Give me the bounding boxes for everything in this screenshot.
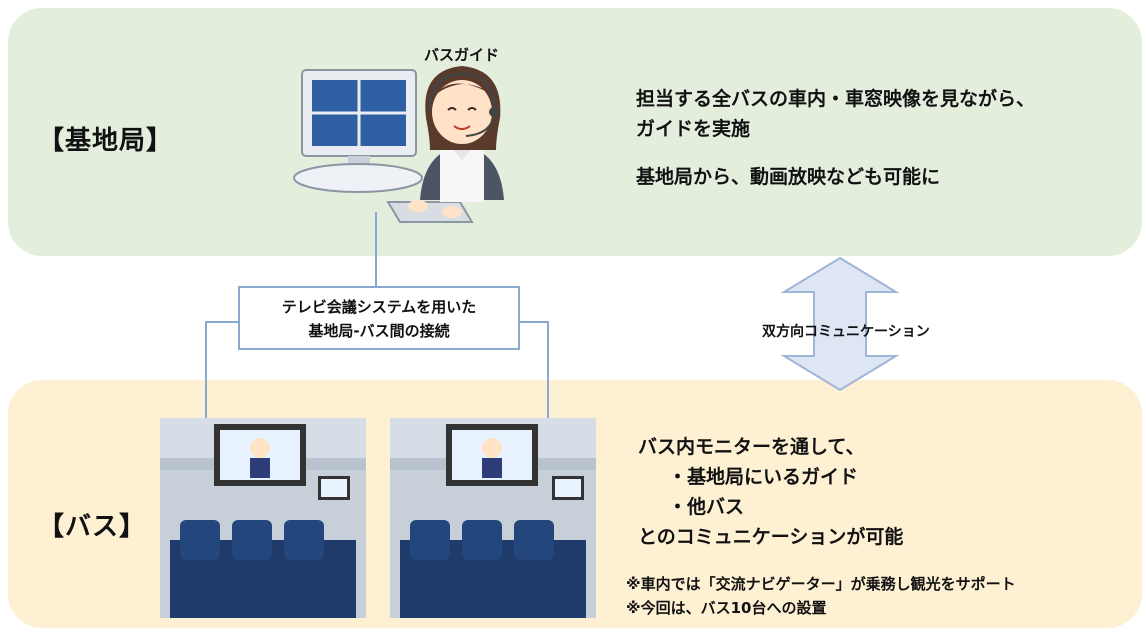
bus-note-2: ※今回は、バス10台への設置 bbox=[626, 599, 827, 617]
bidirectional-communication-label: 双方向コミュニケーション bbox=[762, 324, 930, 340]
base-station-title: 【基地局】 bbox=[38, 126, 174, 156]
connection-line-1: テレビ会議システムを用いた bbox=[281, 298, 477, 316]
connection-line-2: 基地局-バス間の接続 bbox=[308, 322, 450, 340]
bus-guide-label: バスガイド bbox=[424, 46, 500, 64]
bus-desc-line-2: とのコミュニケーションが可能 bbox=[638, 526, 904, 548]
bus-description: バス内モニターを通して、 ・基地局にいるガイド ・他バス とのコミュニケーション… bbox=[638, 432, 903, 552]
bus-desc-line-1: バス内モニターを通して、 bbox=[638, 436, 865, 458]
bus-notes: ※車内では「交流ナビゲーター」が乗務し観光をサポート ※今回は、バス10台への設… bbox=[626, 572, 1016, 620]
bus-title: 【バス】 bbox=[38, 512, 147, 542]
base-desc-line-1: 担当する全バスの車内・車窓映像を見ながら、 bbox=[636, 88, 1036, 110]
bus-guide-illustration bbox=[293, 66, 504, 223]
base-desc-line-2: ガイドを実施 bbox=[636, 118, 751, 140]
bidirectional-arrow-icon bbox=[780, 256, 900, 392]
bus-note-1: ※車内では「交流ナビゲーター」が乗務し観光をサポート bbox=[626, 575, 1016, 593]
bus-desc-item-1: ・基地局にいるガイド bbox=[668, 466, 859, 488]
video-conference-connection-box: テレビ会議システムを用いた 基地局-バス間の接続 bbox=[238, 286, 520, 350]
bus-interior-photo-2 bbox=[390, 418, 596, 618]
base-station-panel bbox=[8, 8, 1142, 256]
bus-desc-item-2: ・他バス bbox=[668, 496, 745, 518]
connection-lines bbox=[205, 212, 549, 420]
base-desc-line-3: 基地局から、動画放映なども可能に bbox=[636, 166, 941, 188]
base-station-description: 担当する全バスの車内・車窓映像を見ながら、 ガイドを実施 基地局から、動画放映な… bbox=[636, 84, 1035, 192]
bus-interior-photo-1 bbox=[160, 418, 366, 618]
